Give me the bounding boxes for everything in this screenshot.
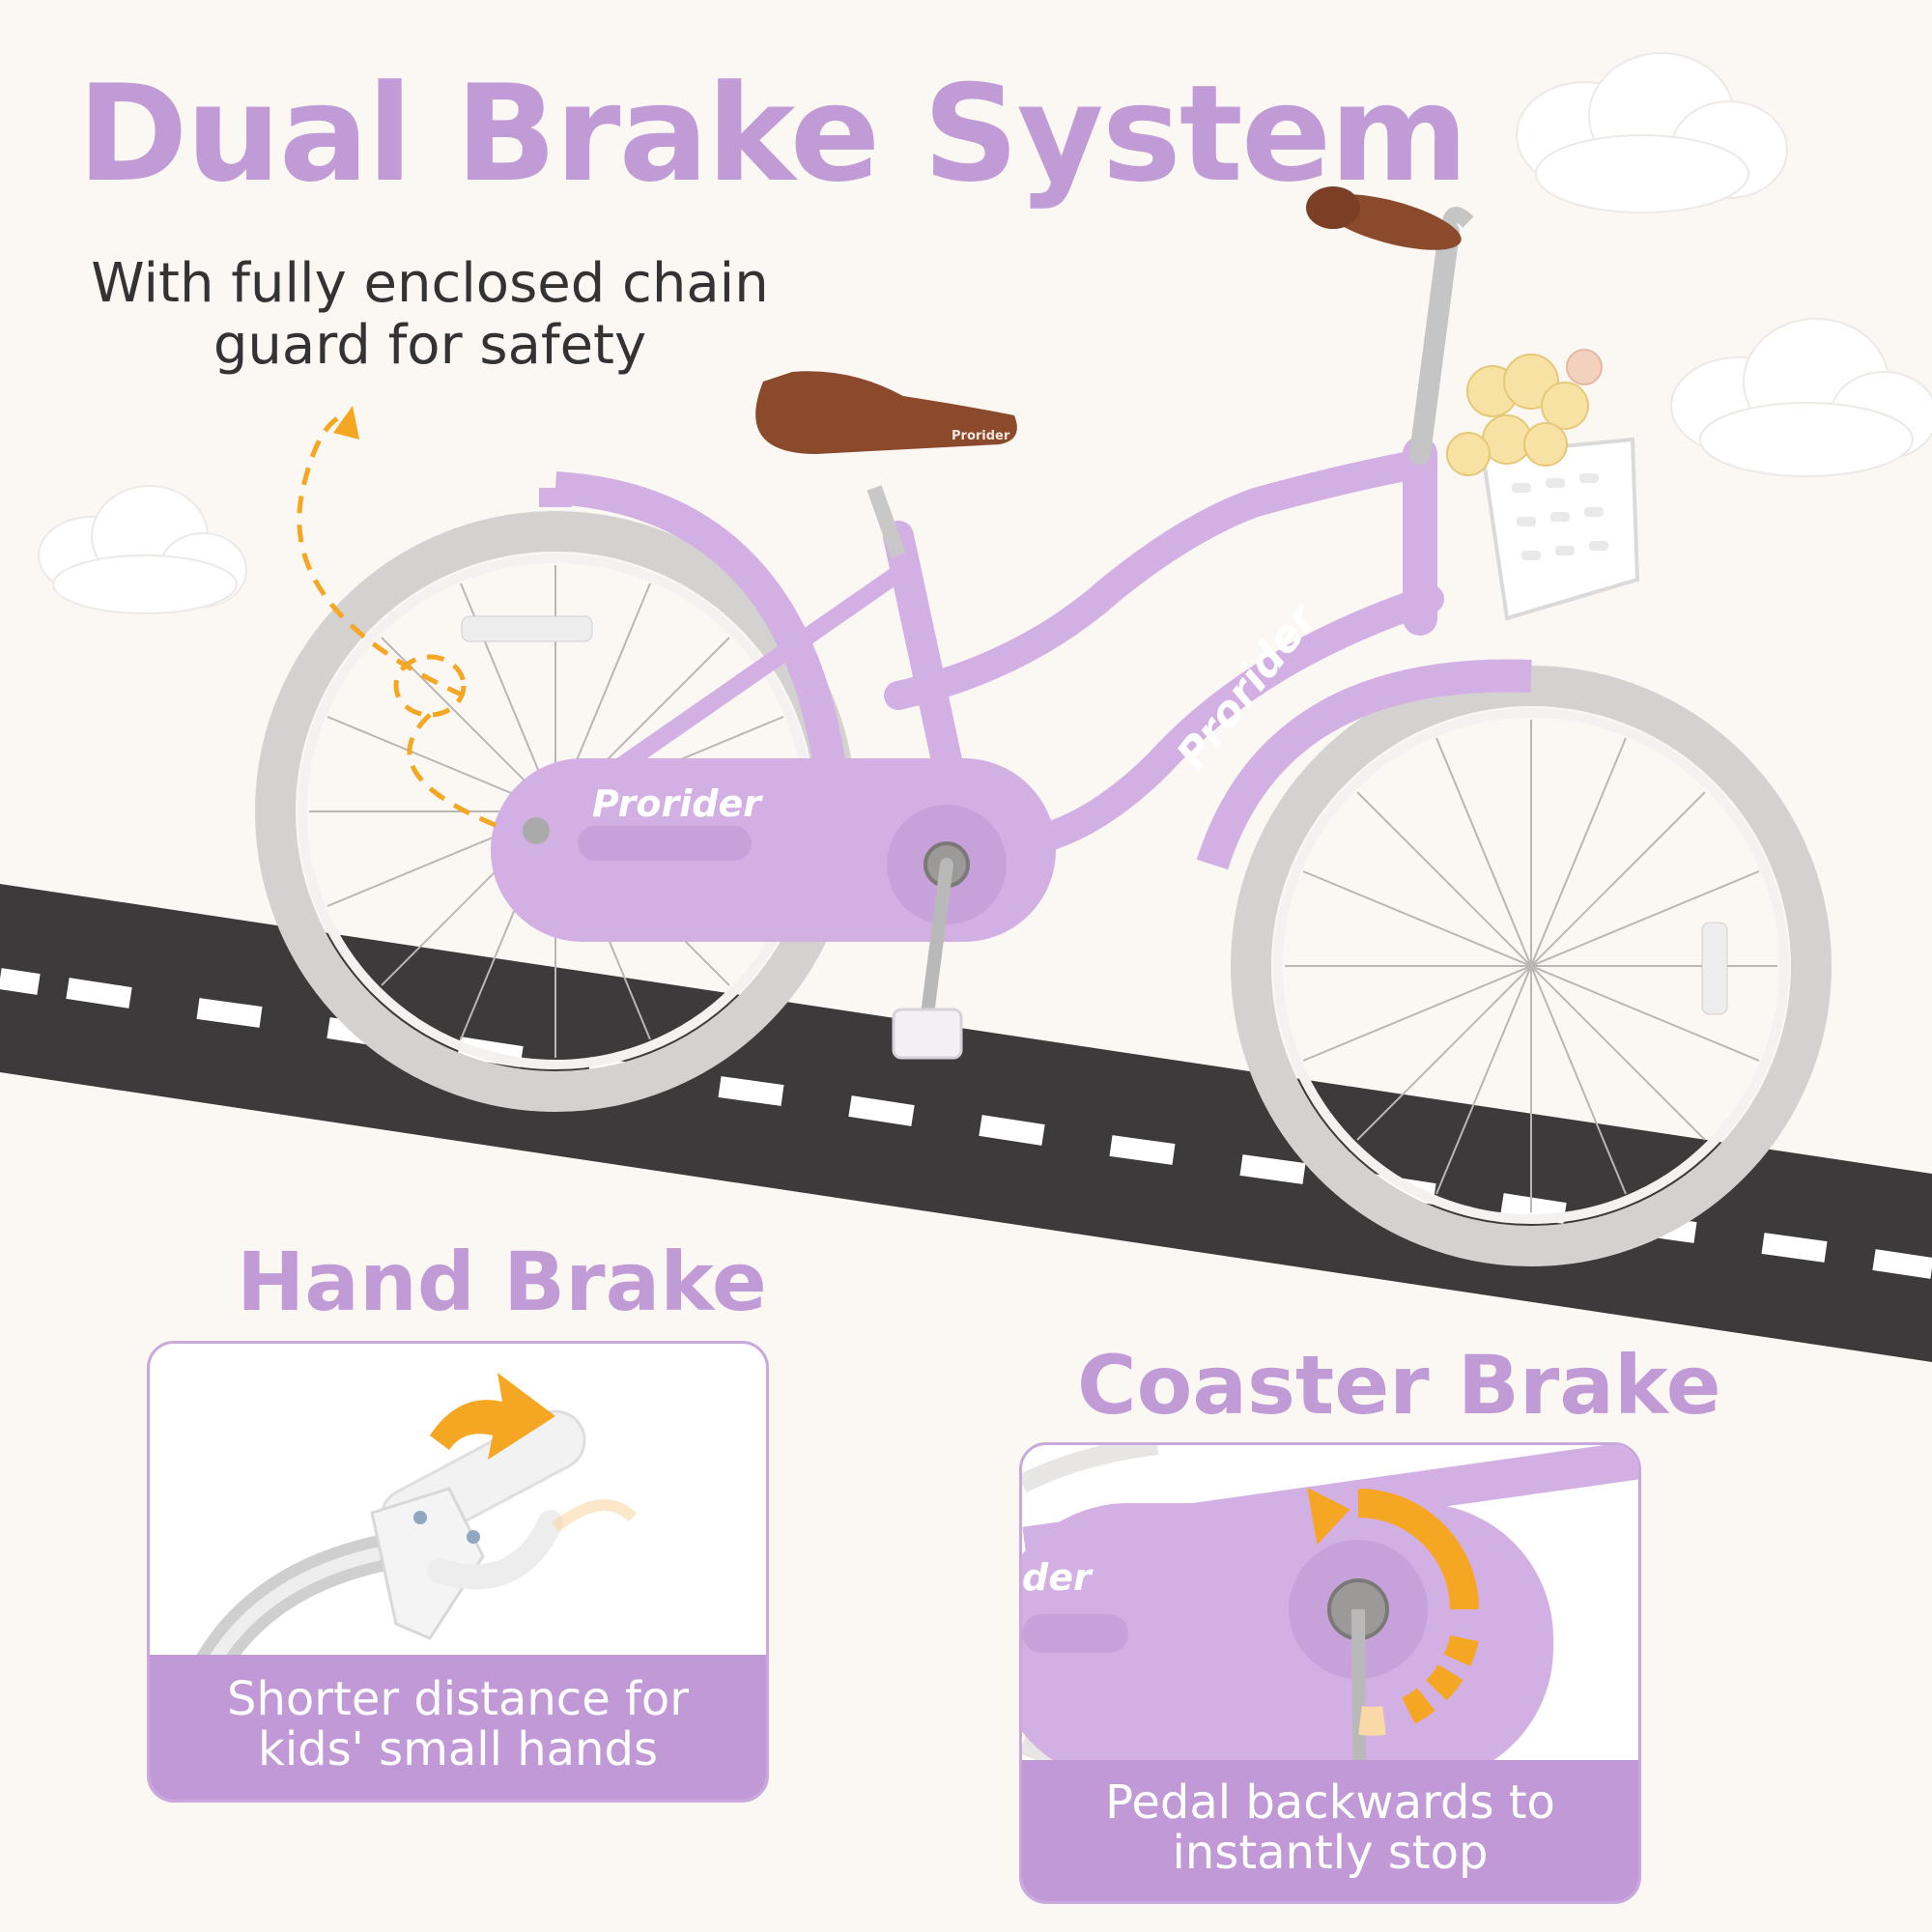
- coaster-brake-caption-line-2: instantly stop: [1172, 1826, 1489, 1880]
- subtitle-line-2: guard for safety: [213, 314, 647, 377]
- hand-brake-title: Hand Brake: [237, 1235, 767, 1329]
- coaster-brake-caption-line-1: Pedal backwards to: [1105, 1776, 1555, 1830]
- subtitle: With fully enclosed chain guard for safe…: [39, 253, 821, 377]
- cloud-icon: [1670, 318, 1932, 477]
- flowers: [1446, 349, 1603, 476]
- coaster-brake-card: der Pedal backwards to instantly stop: [1019, 1442, 1641, 1904]
- curved-arrow-icon: [430, 1373, 638, 1532]
- cloud-icon: [38, 485, 247, 614]
- saddle-brand: Prorider: [952, 429, 1010, 443]
- coaster-card-brand: der: [1022, 1556, 1094, 1599]
- saddle: [755, 371, 1017, 558]
- chain-guard-brand: Prorider: [592, 782, 763, 825]
- hand-brake-caption-line-1: Shorter distance for: [227, 1672, 689, 1726]
- front-fender: [1196, 659, 1532, 870]
- hand-brake-caption: Shorter distance for kids' small hands: [150, 1655, 766, 1800]
- dashed-arrow-icon: [297, 412, 498, 829]
- hand-brake-card: Shorter distance for kids' small hands: [147, 1341, 769, 1803]
- cloud-icon: [1516, 52, 1788, 213]
- handlebar: [1306, 186, 1474, 465]
- rotation-arrow-icon: [1357, 1489, 1479, 1736]
- rear-fender: [554, 471, 847, 776]
- headline: Dual Brake System: [77, 56, 1468, 212]
- coaster-brake-photo: der: [1022, 1445, 1638, 1901]
- front-wheel: [1231, 666, 1832, 1266]
- subtitle-line-1: With fully enclosed chain: [91, 252, 769, 315]
- chain-guard: [491, 758, 1056, 942]
- hand-brake-photo: [191, 1373, 638, 1682]
- basket: [1480, 437, 1640, 621]
- coaster-brake-caption: Pedal backwards to instantly stop: [1022, 1760, 1638, 1901]
- rear-wheel: [255, 511, 856, 1112]
- hand-brake-caption-line-2: kids' small hands: [258, 1722, 658, 1776]
- coaster-brake-title: Coaster Brake: [1077, 1338, 1721, 1433]
- pedal: [892, 858, 963, 1060]
- dashed-arrow-head: [333, 406, 359, 440]
